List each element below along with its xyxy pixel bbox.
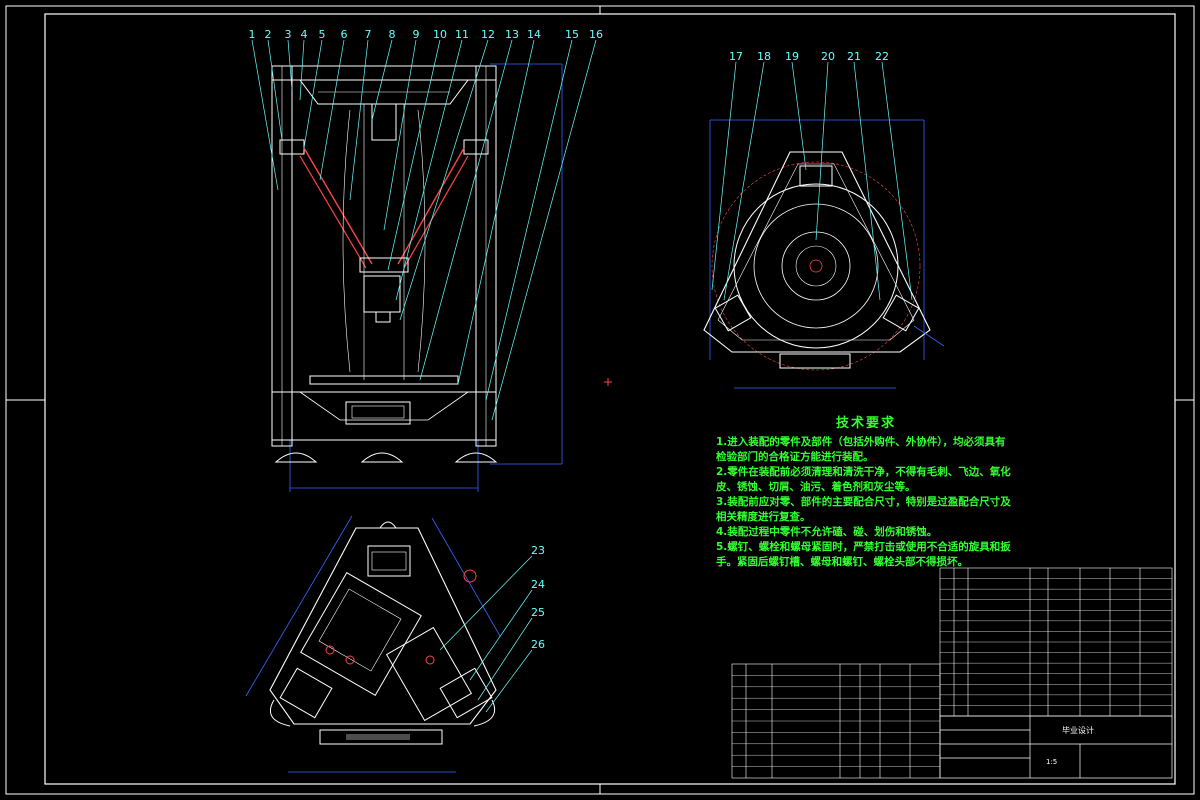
part-bubble-8: 8 <box>389 28 396 41</box>
technical-requirements-title: 技术要求 <box>835 416 896 431</box>
part-bubble-21: 21 <box>847 50 861 63</box>
part-bubbles-bottom: 23 24 25 26 <box>531 544 545 651</box>
title-block <box>939 715 1173 779</box>
part-bubble-10: 10 <box>433 28 447 41</box>
part-bubble-9: 9 <box>413 28 420 41</box>
parts-list-rows <box>940 578 1172 706</box>
part-bubble-6: 6 <box>341 28 348 41</box>
technical-requirements: 技术要求 1.进入装配的零件及部件（包括外购件、外协件），均必须具有检验部门的合… <box>716 416 1016 570</box>
bottom-view <box>245 515 533 773</box>
requirement-item-3: 3.装配前应对零、部件的主要配合尺寸，特别是过盈配合尺寸及相关精度进行复查。 <box>716 496 1011 523</box>
part-bubble-15: 15 <box>565 28 579 41</box>
part-bubble-12: 12 <box>481 28 495 41</box>
part-bubble-25: 25 <box>531 606 545 619</box>
part-bubble-23: 23 <box>531 544 545 557</box>
part-bubble-24: 24 <box>531 578 545 591</box>
part-bubble-19: 19 <box>785 50 799 63</box>
part-bubble-3: 3 <box>285 28 292 41</box>
part-bubble-5: 5 <box>319 28 326 41</box>
part-bubble-16: 16 <box>589 28 603 41</box>
part-bubble-11: 11 <box>455 28 469 41</box>
outer-border <box>5 5 1195 795</box>
part-bubble-2: 2 <box>265 28 272 41</box>
front-view <box>251 39 597 492</box>
part-bubbles-top: 17 18 19 20 21 22 <box>729 50 889 63</box>
part-bubble-17: 17 <box>729 50 743 63</box>
part-bubble-18: 18 <box>757 50 771 63</box>
lower-parts-rows <box>732 675 940 767</box>
requirement-item-4: 4.装配过程中零件不允许磕、碰、划伤和锈蚀。 <box>716 526 938 538</box>
part-bubble-20: 20 <box>821 50 835 63</box>
part-bubble-4: 4 <box>301 28 308 41</box>
part-bubble-1: 1 <box>249 28 256 41</box>
part-bubble-13: 13 <box>505 28 519 41</box>
top-view <box>703 61 945 389</box>
part-bubble-14: 14 <box>527 28 541 41</box>
inner-border <box>44 13 1176 785</box>
requirement-item-5: 5.螺钉、螺栓和螺母紧固时，严禁打击或使用不合适的旋具和扳手。紧固后螺钉槽、螺母… <box>716 541 1011 568</box>
title-block-design-name: 毕业设计 <box>1062 725 1094 735</box>
requirement-item-1: 1.进入装配的零件及部件（包括外购件、外协件），均必须具有检验部门的合格证方能进… <box>716 436 1006 463</box>
title-block-scale: 1:5 <box>1046 758 1057 766</box>
part-bubble-22: 22 <box>875 50 889 63</box>
requirement-item-2: 2.零件在装配前必须清理和清洗干净，不得有毛刺、飞边、氧化皮、锈蚀、切屑、油污、… <box>716 466 1011 493</box>
part-bubble-26: 26 <box>531 638 545 651</box>
part-bubble-7: 7 <box>365 28 372 41</box>
